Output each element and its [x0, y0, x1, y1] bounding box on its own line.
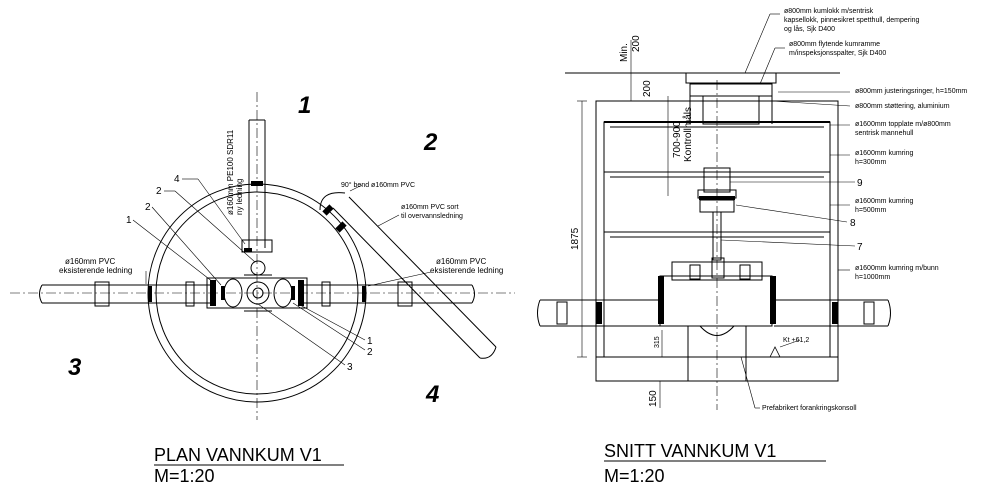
dim-top: 200 — [642, 80, 653, 97]
note-lid-2: kapsellokk, pinnesikret spetthull, dempe… — [784, 17, 920, 24]
note-adjust: ø800mm justeringsringer, h=150mm — [855, 88, 967, 95]
note-topplate-1: ø1600mm topplate m/ø800mm — [855, 121, 951, 128]
note-topplate-2: sentrisk mannehull — [855, 130, 914, 137]
dim-height: 1875 — [570, 227, 581, 250]
dim-bottom: 315 — [654, 336, 661, 348]
note-ringbottom-2: h=1000mm — [855, 274, 890, 281]
callout-4: 4 — [174, 174, 180, 185]
section-scale: M=1:20 — [604, 466, 665, 486]
pipe-left-label-2: eksisterende ledning — [59, 266, 132, 275]
anchor-label: Prefabrikert forankringskonsoll — [762, 405, 857, 412]
manhole-inner-ring — [155, 191, 359, 395]
valve-assembly — [206, 260, 308, 312]
note-ring500-1: ø1600mm kumring — [855, 198, 913, 205]
new-pipe-vertical — [241, 119, 273, 253]
note-ring300-2: h=300mm — [855, 159, 886, 166]
note-frame-2: m/inspeksjonsspalter, Sjk D400 — [789, 50, 886, 57]
manhole-frame — [689, 83, 773, 97]
quadrant-4: 4 — [425, 381, 439, 408]
anchor-block — [687, 325, 747, 382]
section-title: SNITT VANNKUM V1 — [604, 441, 776, 461]
section-view: Min. 200 200 1875 700-900 Kontrollmåls 3… — [537, 8, 967, 486]
callout-2-top: 2 — [156, 186, 162, 197]
quadrant-1: 1 — [298, 92, 311, 119]
note-ringbottom-1: ø1600mm kumring m/bunn — [855, 265, 939, 272]
pipe-top-label-2: ny ledning — [235, 179, 244, 215]
kt-level: Kt +61,2 — [783, 337, 809, 344]
plan-title: PLAN VANNKUM V1 — [154, 445, 322, 465]
bend-label: 90° bend ø160mm PVC — [341, 181, 415, 189]
dim-min-value: 200 — [631, 35, 642, 52]
note-support: ø800mm støttering, aluminium — [855, 103, 950, 110]
quadrant-2: 2 — [423, 129, 438, 156]
black-pipe-diagonal — [319, 192, 497, 359]
existing-pipe-right — [303, 281, 475, 307]
callout-3: 3 — [347, 362, 353, 373]
callout-2-right: 2 — [367, 347, 373, 358]
dim-base: 150 — [648, 390, 659, 407]
dim-control: 700-900 — [672, 121, 683, 158]
note-lid-3: og lås, Sjk D400 — [784, 25, 835, 33]
black-pipe-label-1: ø160mm PVC sort — [401, 204, 459, 211]
dim-control-label: Kontrollmåls — [682, 107, 694, 162]
note-ring300-1: ø1600mm kumring — [855, 150, 913, 157]
plan-scale: M=1:20 — [154, 466, 215, 486]
callout-2-left: 2 — [145, 202, 151, 213]
note-lid-1: ø800mm kumlokk m/sentrisk — [784, 8, 874, 15]
pipe-right-label-2: eksisterende ledning — [430, 266, 503, 275]
plan-view: 1 2 3 4 ø160mm PE100 SDR11 ny ledning 90… — [10, 92, 515, 486]
note-ring500-2: h=500mm — [855, 207, 886, 214]
pipe-right-label-1: ø160mm PVC — [436, 257, 486, 266]
quadrant-3: 3 — [68, 354, 82, 381]
valve-operator — [703, 167, 731, 193]
section-pipe-right — [774, 299, 891, 327]
pipe-top-label-1: ø160mm PE100 SDR11 — [226, 129, 235, 215]
callout-1-left: 1 — [126, 215, 132, 226]
black-pipe-label-2: til overvannsledning — [401, 213, 463, 220]
item-8: 8 — [850, 218, 856, 229]
manhole-lid — [685, 72, 777, 84]
item-7: 7 — [857, 242, 863, 253]
section-pipe-left — [537, 299, 660, 327]
pipe-left-label-1: ø160mm PVC — [65, 257, 115, 266]
note-frame-1: ø800mm flytende kumramme — [789, 41, 880, 48]
item-9: 9 — [857, 178, 863, 189]
dim-min-label: Min. — [619, 43, 630, 62]
callout-1-right: 1 — [367, 336, 373, 347]
existing-pipe-left — [39, 281, 212, 307]
